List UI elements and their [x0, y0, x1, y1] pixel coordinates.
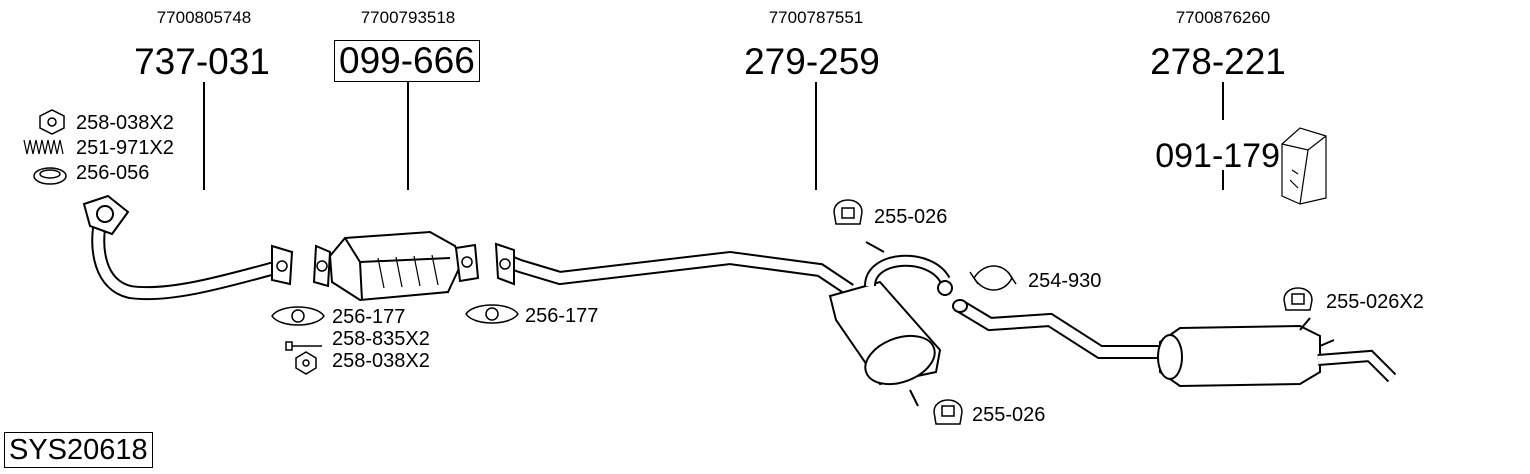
label-nut-bottom: 258-038X2	[332, 350, 430, 372]
nut-icon-bottom	[295, 351, 317, 375]
hanger-icon-lower	[933, 399, 963, 425]
label-nut-top: 258-038X2	[76, 112, 174, 134]
oe-number-1: 7700805748	[156, 8, 252, 27]
label-hanger-rear: 255-026X2	[1326, 291, 1424, 313]
intermediate-pipe	[494, 242, 854, 296]
gasket-icon	[271, 306, 325, 326]
kit-box-icon	[1281, 127, 1327, 205]
label-bolt: 258-835X2	[332, 328, 430, 350]
label-clamp: 254-930	[1028, 270, 1102, 292]
spring-icon	[23, 139, 64, 155]
oe-number-4: 7700876260	[1175, 8, 1271, 27]
center-silencer	[828, 241, 953, 407]
bolt-icon	[285, 341, 322, 351]
label-ring: 256-056	[76, 162, 150, 184]
label-hanger-upper: 255-026	[874, 206, 948, 228]
label-hanger-lower: 255-026	[972, 404, 1046, 426]
oe-number-3: 7700787551	[768, 8, 864, 27]
part-number-1: 737-031	[134, 41, 270, 82]
kit-part-number: 091-179	[1155, 137, 1280, 175]
part-number-4: 278-221	[1150, 41, 1286, 82]
ring-icon	[33, 167, 67, 185]
part-number-2: 099-666	[334, 40, 480, 82]
hanger-icon-upper	[833, 199, 863, 225]
label-gasket-right: 256-177	[525, 305, 599, 327]
front-pipe	[82, 194, 294, 301]
diagram-id: SYS20618	[4, 432, 153, 468]
clamp-icon	[969, 265, 1017, 291]
rear-silencer	[952, 299, 1397, 388]
nut-icon	[39, 109, 65, 135]
label-spring: 251-971X2	[76, 137, 174, 159]
hanger-icon-rear	[1283, 287, 1313, 311]
gasket-icon-right	[465, 304, 519, 324]
oe-number-2: 7700793518	[360, 8, 456, 27]
catalytic-converter	[312, 230, 480, 302]
part-number-3: 279-259	[744, 41, 880, 82]
label-gasket-left: 256-177	[332, 306, 406, 328]
